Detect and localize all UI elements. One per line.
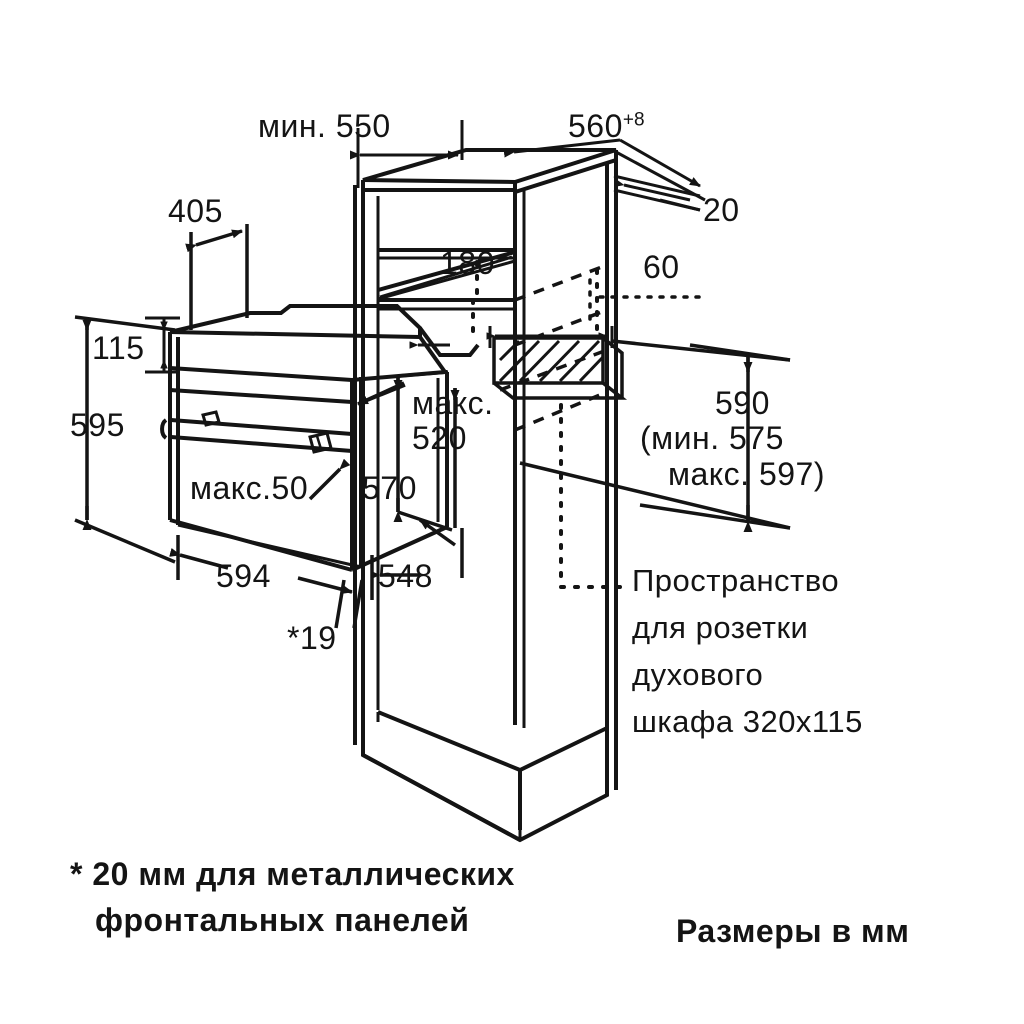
dim-max50	[308, 458, 351, 501]
dim-405	[185, 224, 249, 330]
dim-20	[613, 174, 701, 212]
footnote-line1: * 20 мм для металлических	[70, 856, 515, 892]
label-max-50: макс.50	[190, 470, 309, 506]
socket-dotted-vert-left	[471, 260, 479, 338]
label-max-depth-value: 520	[412, 420, 467, 456]
dim-socket-width	[486, 326, 614, 348]
label-570: 570	[362, 470, 417, 506]
label-180: 180	[440, 245, 495, 281]
dim-180	[379, 255, 513, 299]
label-60: 60	[643, 249, 680, 285]
label-min-550: мин. 550	[258, 108, 391, 144]
label-560-value: 560	[568, 108, 623, 144]
dim-560	[503, 138, 706, 202]
label-405: 405	[168, 193, 223, 229]
leader-590-lower	[519, 461, 791, 530]
dim-min550	[350, 120, 464, 188]
socket-note-line1: Пространство	[632, 563, 840, 598]
socket-note-line4: шкафа 320x115	[632, 704, 863, 739]
label-560-plus-8: 560+8	[568, 108, 645, 145]
label-594: 594	[216, 558, 271, 594]
label-595: 595	[70, 407, 125, 443]
dim-548	[370, 518, 464, 600]
oven-outline	[160, 304, 480, 572]
socket-note-line3: духового	[632, 657, 764, 692]
leader-590-upper	[611, 339, 791, 362]
dim-590	[639, 343, 791, 532]
socket-note-line2: для розетки	[632, 610, 809, 645]
label-20: 20	[703, 192, 740, 228]
label-548: 548	[378, 558, 433, 594]
socket-hatching	[498, 339, 605, 383]
label-560-superscript: +8	[622, 109, 645, 131]
label-590-min: (мин. 575	[640, 420, 784, 456]
label-max-depth-word: макс.	[412, 385, 494, 421]
socket-leader-dotted	[559, 403, 627, 589]
footnote-line2: фронтальных панелей	[95, 902, 470, 938]
label-115: 115	[92, 330, 145, 366]
dim-19	[334, 579, 364, 629]
dim-595	[74, 315, 176, 564]
units-note: Размеры в мм	[676, 913, 910, 949]
label-590-max: макс. 597)	[668, 456, 825, 492]
label-590: 590	[715, 385, 770, 421]
label-19: *19	[287, 620, 337, 656]
